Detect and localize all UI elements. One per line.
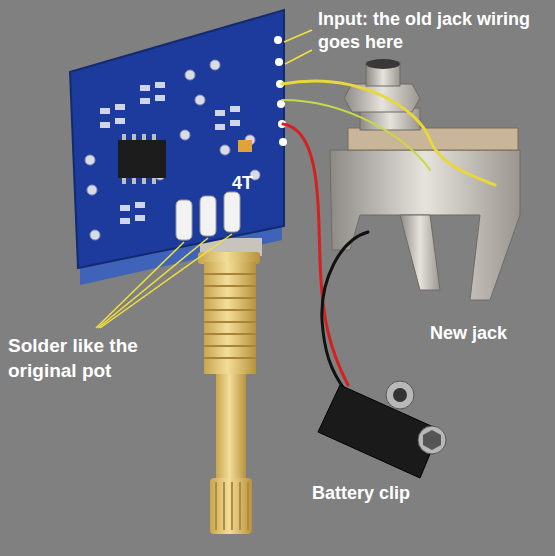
pcb-board	[70, 10, 287, 268]
leader-lines	[96, 30, 312, 328]
jack	[330, 59, 520, 300]
board-marking: 4T	[232, 172, 272, 195]
callout-label: Battery clip	[312, 482, 472, 505]
pot-shaft	[198, 252, 260, 534]
callout-label: Solder like the original pot	[8, 334, 208, 383]
battery-clip	[318, 381, 446, 478]
wires	[282, 81, 495, 390]
callout-label: Input: the old jack wiring goes here	[318, 8, 550, 55]
callout-label: New jack	[430, 322, 550, 345]
pot-pins	[176, 192, 240, 240]
